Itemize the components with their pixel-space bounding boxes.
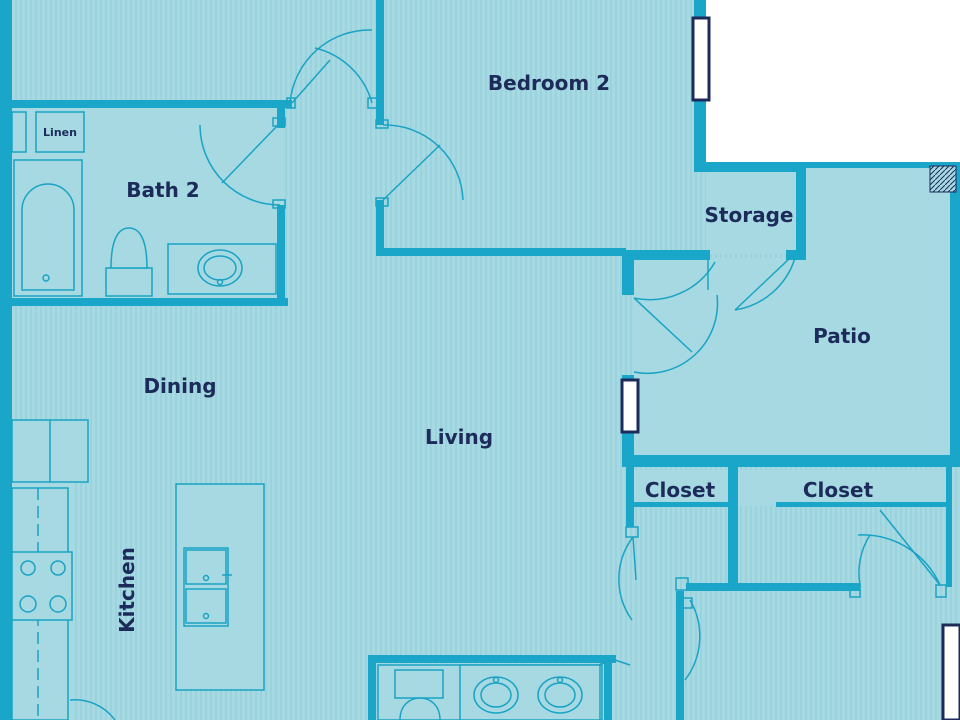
label-storage: Storage <box>705 203 794 227</box>
door-swings <box>69 29 941 720</box>
patio-window <box>620 378 640 434</box>
kitchen-island <box>175 483 265 691</box>
label-closet-left: Closet <box>645 478 716 502</box>
toilet <box>105 227 153 297</box>
right-window <box>941 623 960 720</box>
label-linen: Linen <box>43 126 77 139</box>
patio-floor <box>632 168 955 455</box>
closet-right-floor <box>738 470 946 506</box>
patio-corner-column <box>929 165 957 193</box>
storage-floor <box>706 172 800 254</box>
bath2-vanity <box>167 243 277 295</box>
bath1-fixtures <box>377 664 603 720</box>
bedroom-window <box>691 16 711 102</box>
label-closet-right: Closet <box>803 478 874 502</box>
linen-closet <box>35 111 85 153</box>
label-living: Living <box>425 425 493 449</box>
label-dining: Dining <box>143 374 216 398</box>
label-patio: Patio <box>813 324 871 348</box>
cooktop <box>11 551 73 621</box>
label-bedroom-2: Bedroom 2 <box>488 71 610 95</box>
label-kitchen: Kitchen <box>115 547 139 633</box>
bathtub <box>13 159 83 297</box>
label-bath-2: Bath 2 <box>126 178 199 202</box>
closet-left-floor <box>632 470 730 506</box>
bath2-shelf <box>11 111 27 153</box>
